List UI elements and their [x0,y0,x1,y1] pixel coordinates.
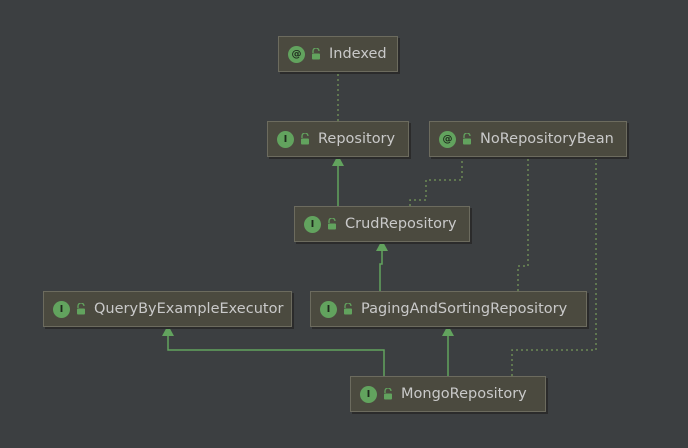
annotation-badge-icon: @ [288,45,305,63]
open-lock-icon [301,133,309,145]
edge-pagingandsorting-norepositorybean [517,155,529,291]
open-lock-icon [77,303,85,315]
interface-badge-icon: I [53,300,70,318]
node-label: NoRepositoryBean [480,131,614,147]
node-crud-repository[interactable]: I CrudRepository [294,206,470,242]
open-lock-icon [328,218,336,230]
node-label: MongoRepository [401,386,527,402]
interface-badge-icon: I [360,385,377,403]
node-label: PagingAndSortingRepository [361,301,568,317]
node-mongo-repository[interactable]: I MongoRepository [350,376,546,412]
node-indexed[interactable]: @ Indexed [278,36,398,72]
interface-badge-icon: I [320,300,337,318]
interface-badge-icon: I [277,130,294,148]
annotation-badge-icon: @ [439,130,456,148]
node-paging-and-sorting-repository[interactable]: I PagingAndSortingRepository [310,291,587,327]
node-no-repository-bean[interactable]: @ NoRepositoryBean [429,121,627,157]
edge-mongorepository-querybyexample [167,329,385,376]
node-label: Indexed [329,46,387,62]
open-lock-icon [344,303,352,315]
open-lock-icon [312,48,320,60]
open-lock-icon [463,133,471,145]
node-repository[interactable]: I Repository [267,121,409,157]
node-label: Repository [318,131,396,147]
node-query-by-example-executor[interactable]: I QueryByExampleExecutor [43,291,292,327]
open-lock-icon [384,388,392,400]
node-label: QueryByExampleExecutor [94,301,284,317]
edge-mongorepository-norepositorybean [511,155,597,376]
interface-badge-icon: I [304,215,321,233]
node-label: CrudRepository [345,216,457,232]
edge-crudrepository-norepositorybean [409,155,463,206]
edge-pagingandsorting-crudrepository [379,244,383,291]
